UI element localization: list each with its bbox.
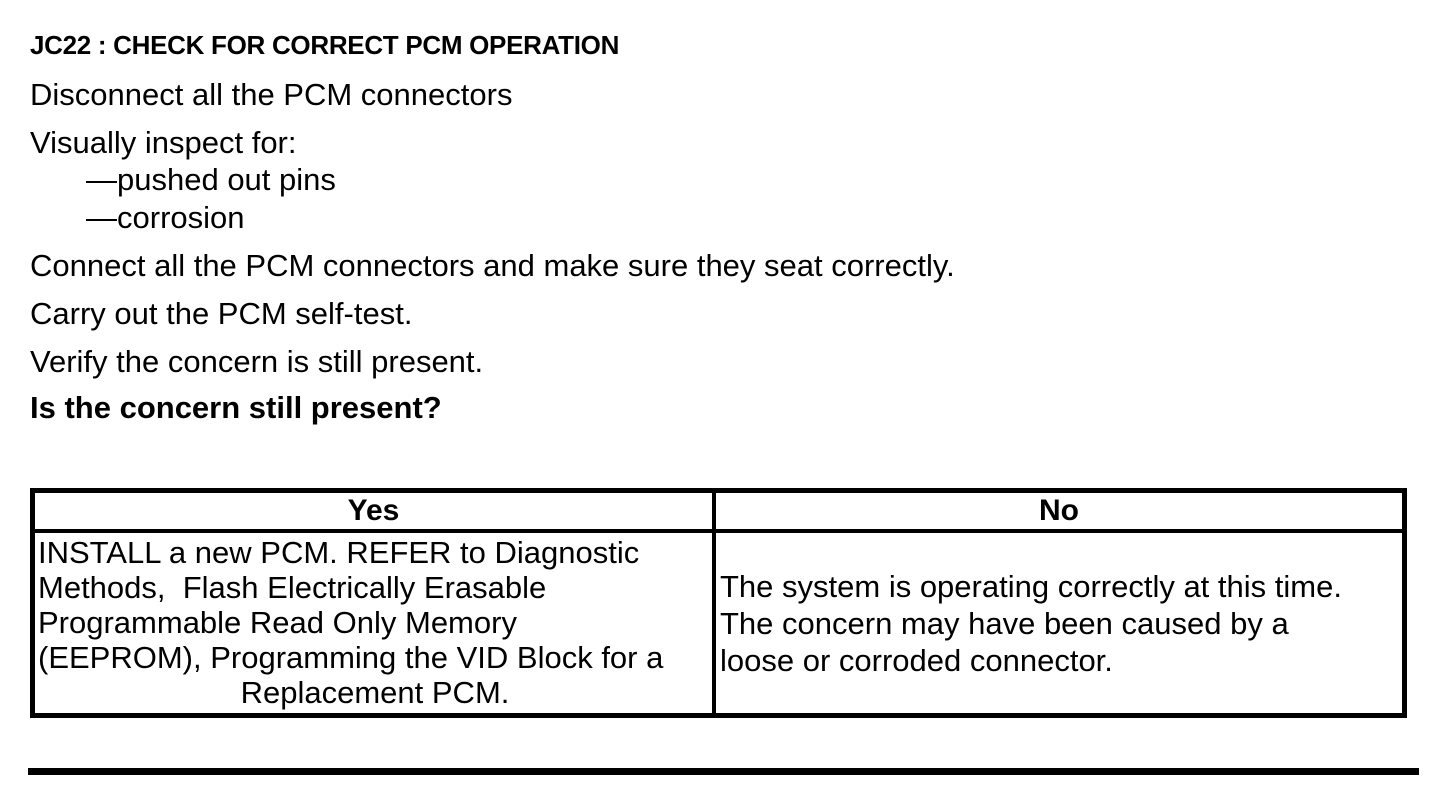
step-self-test: Carry out the PCM self-test.: [30, 296, 413, 331]
decision-table-header-row: Yes No: [35, 493, 1402, 533]
decision-table-body-row: INSTALL a new PCM. REFER to Diagnostic M…: [35, 533, 1402, 713]
no-action-cell: The system is operating correctly at thi…: [716, 533, 1402, 713]
no-column-header: No: [1039, 494, 1079, 527]
step-connect: Connect all the PCM connectors and make …: [30, 248, 955, 283]
inspect-item-corrosion: —corrosion: [86, 200, 245, 235]
procedure-heading: JC22 : CHECK FOR CORRECT PCM OPERATION: [30, 30, 620, 60]
step-disconnect: Disconnect all the PCM connectors: [30, 77, 513, 112]
yes-action-text-last-line: Replacement PCM.: [240, 675, 510, 710]
no-action-text: The system is operating correctly at thi…: [720, 568, 1342, 678]
yes-action-cell: INSTALL a new PCM. REFER to Diagnostic M…: [35, 533, 716, 713]
step-inspect-intro: Visually inspect for:: [30, 125, 297, 160]
inspect-item-pushed-pins: —pushed out pins: [86, 162, 336, 197]
yes-column-header: Yes: [35, 493, 716, 529]
yes-action-text: INSTALL a new PCM. REFER to Diagnostic M…: [38, 535, 664, 675]
bottom-divider-rule: [28, 768, 1419, 775]
step-verify: Verify the concern is still present.: [30, 344, 484, 379]
decision-question: Is the concern still present?: [30, 390, 442, 425]
decision-table: Yes No INSTALL a new PCM. REFER to Diagn…: [30, 488, 1407, 718]
